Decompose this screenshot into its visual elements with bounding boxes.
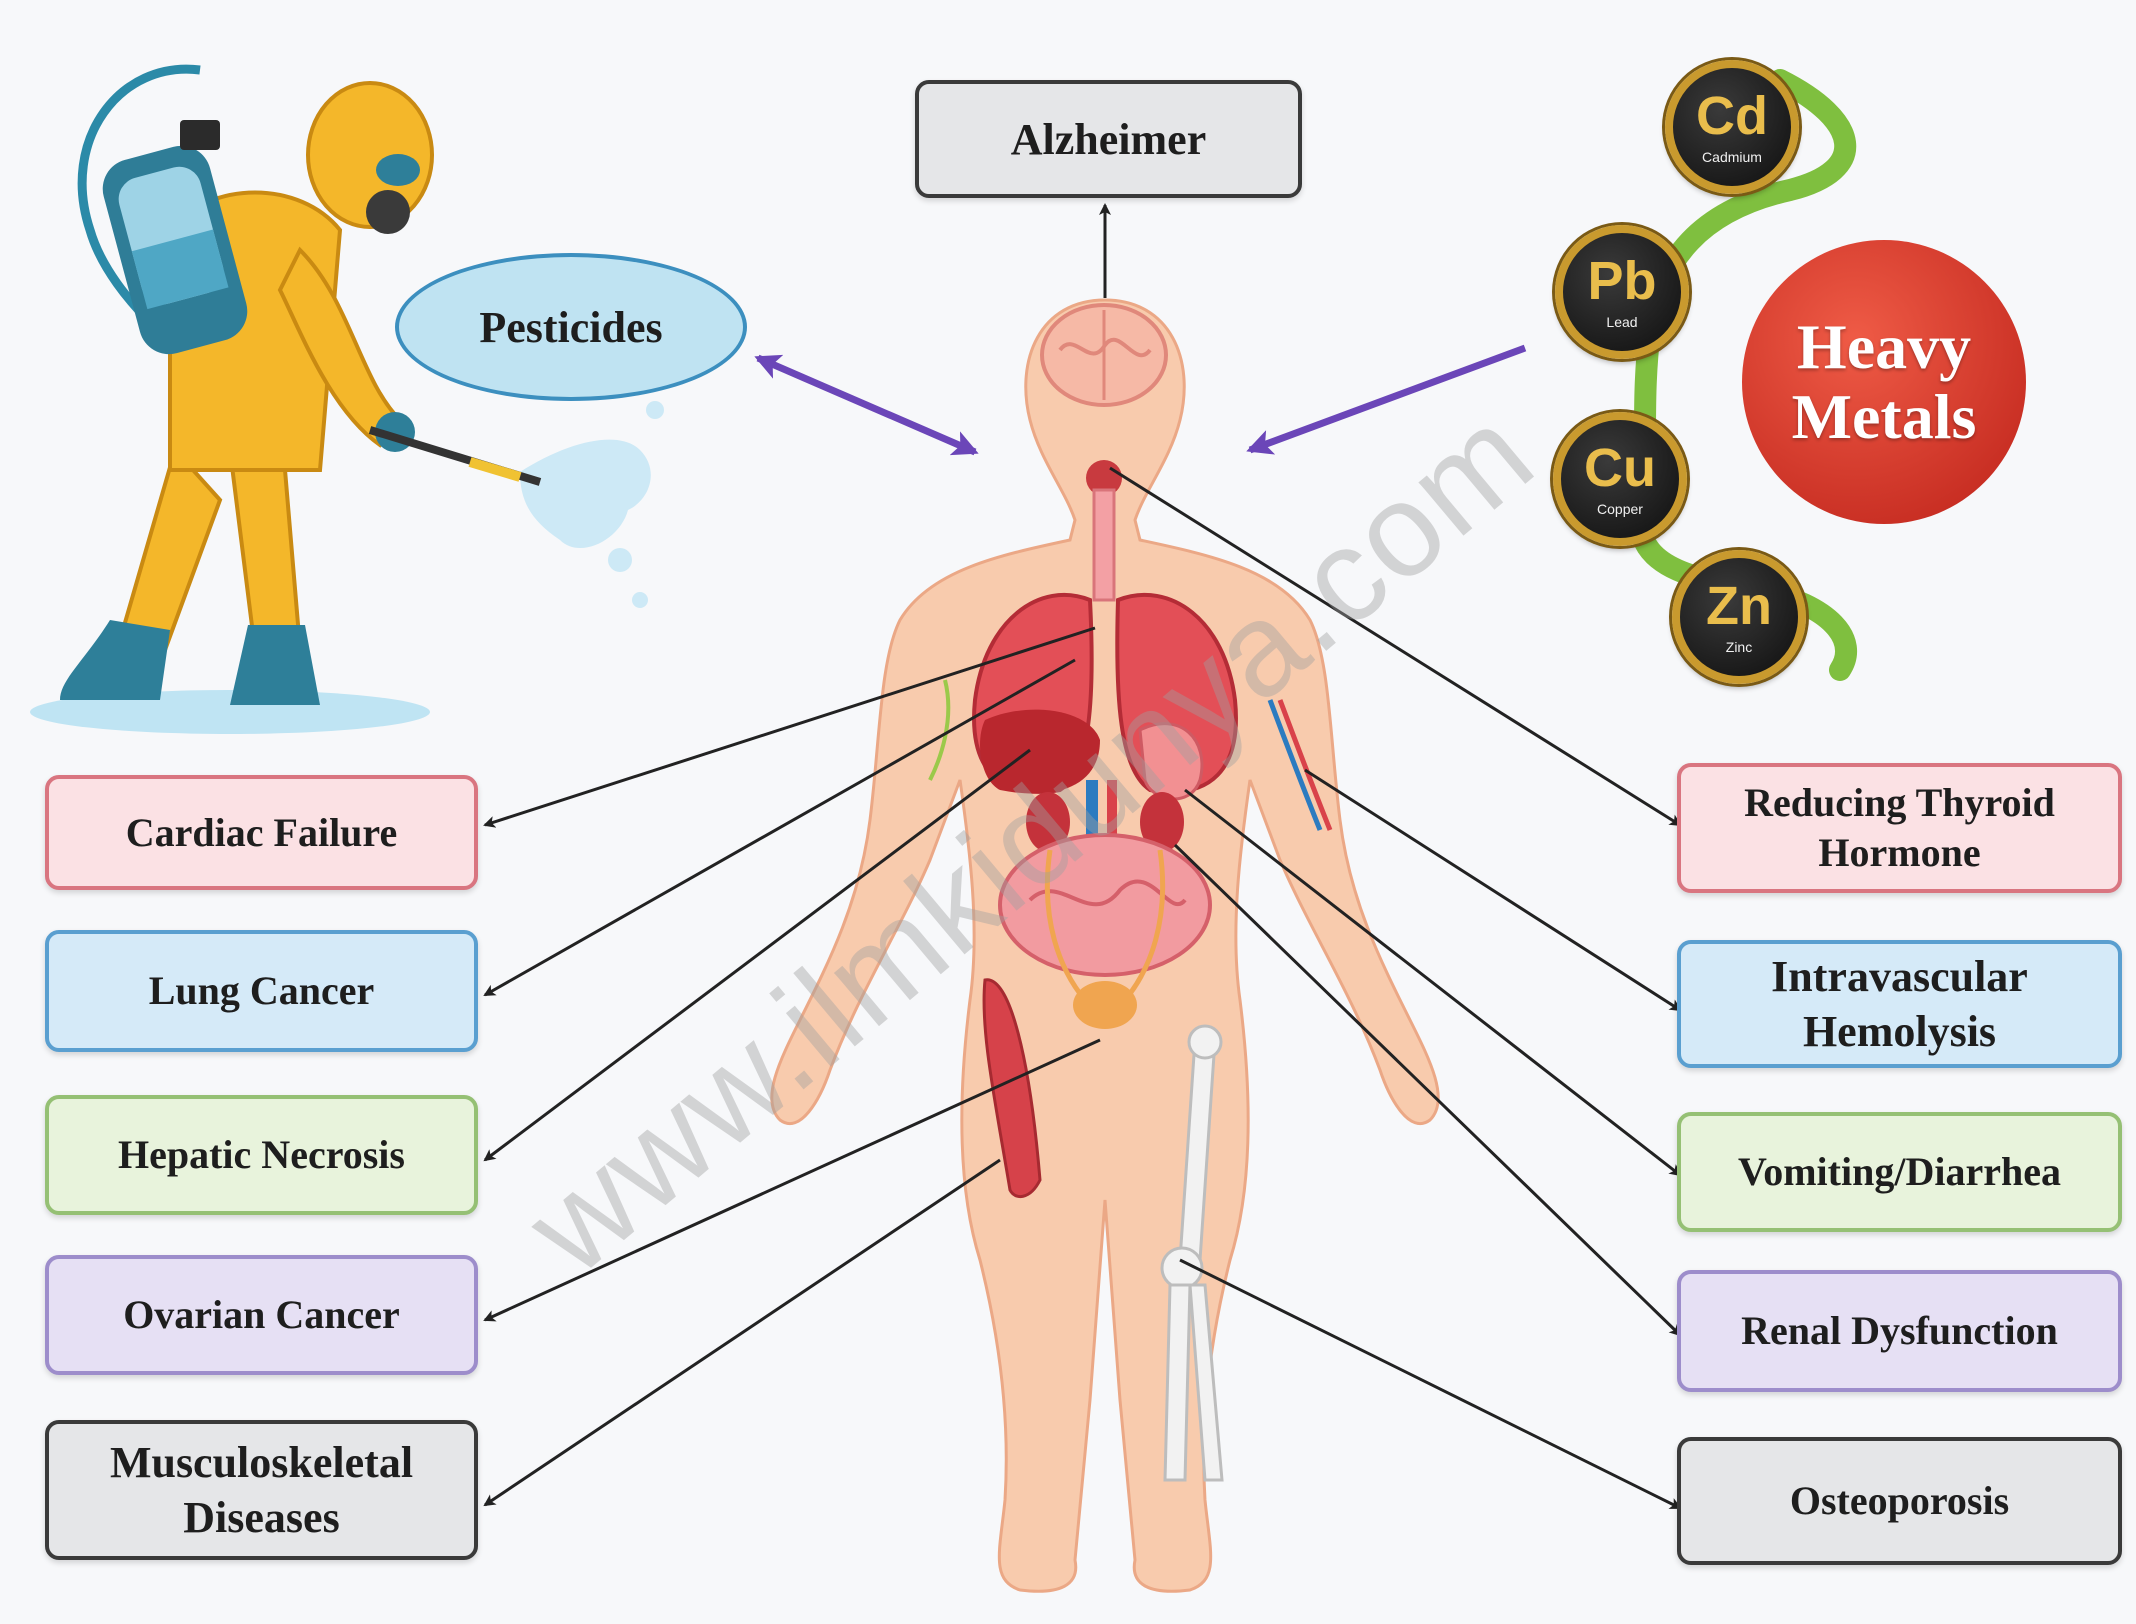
hepatic-necrosis-box: Hepatic Necrosis: [45, 1095, 478, 1215]
ovarian-cancer-box: Ovarian Cancer: [45, 1255, 478, 1375]
element-symbol: Cu: [1584, 441, 1656, 495]
vomiting-diarrhea-box: Vomiting/Diarrhea: [1677, 1112, 2122, 1232]
alzheimer-box: Alzheimer: [915, 80, 1302, 198]
pesticide-sprayer-worker-icon: [30, 69, 664, 734]
heavy-metals-label: Heavy Metals: [1762, 262, 2006, 502]
lung-cancer-box: Lung Cancer: [45, 930, 478, 1052]
pesticides-label: Pesticides: [479, 302, 662, 353]
element-coin-icon: Pb Lead: [1555, 225, 1689, 359]
element-symbol: Cd: [1696, 89, 1768, 143]
element-name: Lead: [1606, 314, 1637, 330]
intravascular-hemolysis-box: Intravascular Hemolysis: [1677, 940, 2122, 1068]
human-anatomy-body-icon: [772, 300, 1439, 1591]
element-symbol: Pb: [1587, 254, 1656, 308]
pesticides-ellipse: Pesticides: [395, 253, 747, 401]
element-name: Cadmium: [1702, 149, 1762, 165]
osteoporosis-box: Osteoporosis: [1677, 1437, 2122, 1565]
element-name: Zinc: [1726, 639, 1752, 655]
element-coin-icon: Zn Zinc: [1672, 550, 1806, 684]
renal-dysfunction-box: Renal Dysfunction: [1677, 1270, 2122, 1392]
element-name: Copper: [1597, 501, 1643, 517]
thyroid-hormone-box: Reducing Thyroid Hormone: [1677, 763, 2122, 893]
musculoskeletal-diseases-box: Musculoskeletal Diseases: [45, 1420, 478, 1560]
cardiac-failure-box: Cardiac Failure: [45, 775, 478, 890]
element-symbol: Zn: [1706, 579, 1772, 633]
element-coin-icon: Cd Cadmium: [1665, 60, 1799, 194]
element-coin-icon: Cu Copper: [1553, 412, 1687, 546]
